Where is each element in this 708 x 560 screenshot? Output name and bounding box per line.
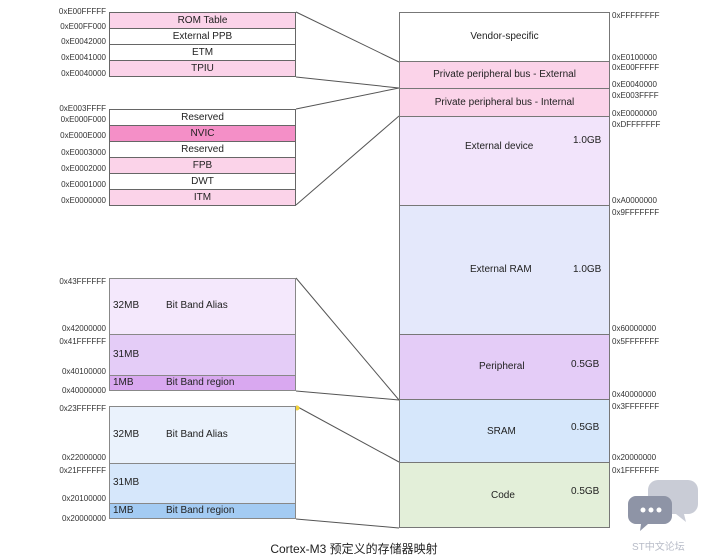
table-cell: ITM	[109, 189, 296, 206]
address-label: 0x60000000	[612, 324, 657, 333]
memory-block-sram: SRAM 0.5GB	[399, 399, 610, 463]
bit-band-alias-block: 32MB Bit Band Alias	[109, 406, 296, 464]
address-label: 0x21FFFFFF	[59, 466, 106, 475]
table-cell: Reserved	[109, 109, 296, 126]
table-cell: TPIU	[109, 60, 296, 77]
size-label: 31MB	[113, 477, 140, 488]
address-label: 0xDFFFFFFF	[612, 120, 661, 129]
block-label: Private peripheral bus - External	[433, 69, 576, 80]
connector-line	[295, 405, 400, 463]
connector-line	[295, 277, 400, 401]
address-label: 0xE0040000	[61, 69, 106, 78]
table-cell: External PPB	[109, 28, 296, 45]
memory-block-peripheral: Peripheral 0.5GB	[399, 334, 610, 400]
chat-bubble-logo-icon	[628, 480, 698, 531]
address-label: 0xE0100000	[612, 53, 657, 62]
bit-band-region-block: 1MB Bit Band region	[109, 375, 296, 391]
address-label: 0xE000E000	[60, 131, 106, 140]
address-label: 0xE0040000	[612, 80, 657, 89]
connector-line	[295, 518, 400, 529]
address-label: 0xE0000000	[61, 196, 106, 205]
address-label: 0xE00FF000	[60, 22, 106, 31]
memory-block-ppb-internal: Private peripheral bus - Internal	[399, 88, 610, 117]
address-label: 0xE00FFFFF	[612, 63, 660, 72]
size-label: 1MB	[113, 377, 134, 388]
connector-line	[295, 11, 400, 63]
address-label: 0xE0003000	[61, 148, 106, 157]
address-label: 0x23FFFFFF	[59, 404, 106, 413]
bit-band-gap-block: 31MB	[109, 334, 296, 376]
bit-band-region-block: 1MB Bit Band region	[109, 503, 296, 519]
memory-block-external-ram: External RAM 1.0GB	[399, 205, 610, 335]
address-label: 0xE0042000	[61, 37, 106, 46]
address-label: 0x20000000	[612, 453, 657, 462]
address-label: 0xE0041000	[61, 53, 106, 62]
table-cell: ROM Table	[109, 12, 296, 29]
region-label: Bit Band Alias	[166, 300, 228, 311]
region-label: Bit Band region	[166, 505, 235, 516]
size-label: 0.5GB	[571, 422, 600, 433]
size-label: 32MB	[113, 300, 140, 311]
address-label: 0x41FFFFFF	[59, 337, 106, 346]
block-label: External device	[465, 141, 534, 152]
bit-band-alias-block: 32MB Bit Band Alias	[109, 278, 296, 335]
connector-line	[295, 76, 400, 89]
address-label: 0x40000000	[612, 390, 657, 399]
address-label: 0xE0000000	[612, 109, 657, 118]
size-label: 0.5GB	[571, 359, 600, 370]
figure-caption: Cortex-M3 预定义的存储器映射	[270, 542, 438, 556]
address-label: 0x40100000	[61, 367, 106, 376]
address-label: 0xE0001000	[61, 180, 106, 189]
table-cell: DWT	[109, 173, 296, 190]
address-label: 0x40000000	[61, 386, 106, 395]
block-label: Vendor-specific	[470, 31, 539, 42]
address-label: 0xA0000000	[612, 196, 657, 205]
connector-line	[295, 87, 400, 110]
size-label: 1.0GB	[573, 264, 602, 275]
address-label: 0xE00FFFFF	[58, 7, 106, 16]
address-label: 0x42000000	[61, 324, 106, 333]
bit-band-gap-block: 31MB	[109, 463, 296, 504]
address-label: 0x43FFFFFF	[59, 277, 106, 286]
memory-block-code: Code 0.5GB	[399, 462, 610, 528]
block-label: External RAM	[470, 264, 532, 275]
size-label: 0.5GB	[571, 486, 600, 497]
block-label: Private peripheral bus - Internal	[434, 97, 575, 108]
table-cell: NVIC	[109, 125, 296, 142]
address-label: 0x1FFFFFFF	[612, 466, 660, 475]
address-label: 0x20000000	[61, 514, 106, 523]
address-label: 0x3FFFFFFF	[612, 402, 660, 411]
size-label: 1.0GB	[573, 135, 602, 146]
memory-block-ppb-external: Private peripheral bus - External	[399, 61, 610, 89]
address-label: 0x20100000	[61, 494, 106, 503]
block-label: SRAM	[487, 426, 516, 437]
memory-block-vendor-specific: Vendor-specific	[399, 12, 610, 62]
region-label: Bit Band region	[166, 377, 235, 388]
address-label: 0x5FFFFFFF	[612, 337, 660, 346]
block-label: Peripheral	[479, 361, 525, 372]
size-label: 31MB	[113, 349, 140, 360]
region-label: Bit Band Alias	[166, 429, 228, 440]
size-label: 32MB	[113, 429, 140, 440]
address-label: 0x22000000	[61, 453, 106, 462]
address-label: 0xE003FFFF	[59, 104, 106, 113]
block-label: Code	[491, 490, 515, 501]
connector-line	[295, 390, 400, 401]
address-label: 0xFFFFFFFF	[612, 11, 660, 20]
address-label: 0xE000F000	[60, 115, 106, 124]
table-cell: FPB	[109, 157, 296, 174]
size-label: 1MB	[113, 505, 134, 516]
watermark-text: ST中文论坛	[632, 542, 685, 553]
address-label: 0x9FFFFFFF	[612, 208, 660, 217]
memory-block-external-device: External device 1.0GB	[399, 116, 610, 206]
connector-line	[295, 115, 400, 206]
table-cell: Reserved	[109, 141, 296, 158]
table-cell: ETM	[109, 44, 296, 61]
address-label: 0xE003FFFF	[612, 91, 659, 100]
address-label: 0xE0002000	[61, 164, 106, 173]
